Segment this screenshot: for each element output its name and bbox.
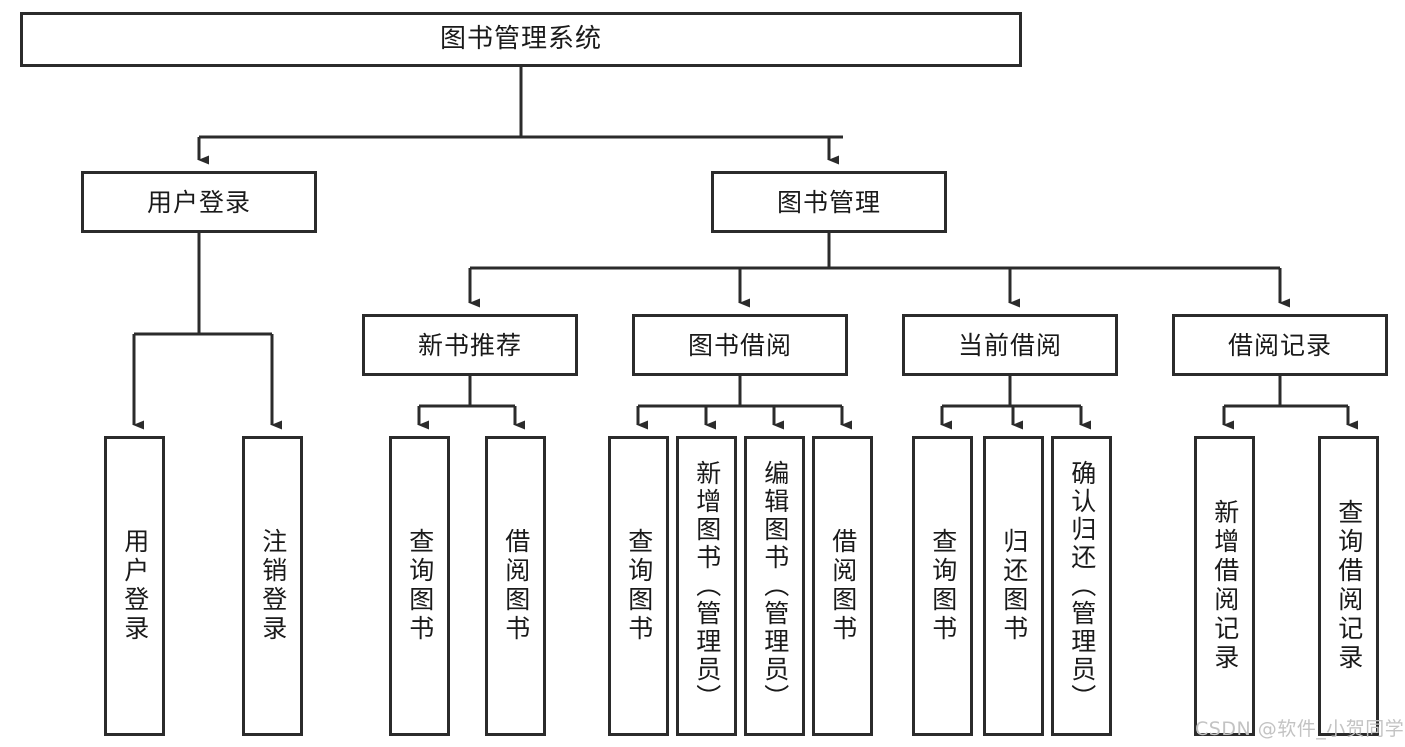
node-leaf-query-record-label: 查询借阅记录	[1334, 499, 1364, 673]
node-new-book-recommend-label: 新书推荐	[417, 330, 522, 360]
node-leaf-logout-label: 注销登录	[258, 528, 288, 644]
node-leaf-add-record[interactable]: 新增借阅记录	[1194, 436, 1255, 736]
node-leaf-query-book-2[interactable]: 查询图书	[608, 436, 669, 736]
node-root[interactable]: 图书管理系统	[20, 12, 1022, 67]
node-book-borrow[interactable]: 图书借阅	[632, 314, 848, 376]
node-current-borrow[interactable]: 当前借阅	[902, 314, 1118, 376]
node-leaf-borrow-book-1-label: 借阅图书	[501, 528, 531, 644]
node-borrow-records-label: 借阅记录	[1227, 330, 1332, 360]
node-book-borrow-label: 图书借阅	[687, 330, 792, 360]
node-leaf-query-book-3[interactable]: 查询图书	[912, 436, 973, 736]
node-leaf-edit-book[interactable]: 编辑图书（管理员）	[744, 436, 805, 736]
node-leaf-borrow-book-1[interactable]: 借阅图书	[485, 436, 546, 736]
node-leaf-query-book-3-label: 查询图书	[928, 528, 958, 644]
node-leaf-logout[interactable]: 注销登录	[242, 436, 303, 736]
watermark: CSDN @软件_小贺同学	[1195, 718, 1405, 740]
node-leaf-return-book[interactable]: 归还图书	[983, 436, 1044, 736]
node-leaf-query-book-1[interactable]: 查询图书	[389, 436, 450, 736]
node-borrow-records[interactable]: 借阅记录	[1172, 314, 1388, 376]
node-new-book-recommend[interactable]: 新书推荐	[362, 314, 578, 376]
node-leaf-confirm-return-label: 确认归还（管理员）	[1067, 460, 1097, 712]
node-root-label: 图书管理系统	[439, 24, 602, 55]
node-leaf-edit-book-label: 编辑图书（管理员）	[760, 460, 790, 712]
node-leaf-query-book-1-label: 查询图书	[405, 528, 435, 644]
node-leaf-confirm-return[interactable]: 确认归还（管理员）	[1051, 436, 1112, 736]
node-leaf-user-login[interactable]: 用户登录	[104, 436, 165, 736]
node-leaf-return-book-label: 归还图书	[999, 528, 1029, 644]
node-current-borrow-label: 当前借阅	[957, 330, 1062, 360]
node-book-manage[interactable]: 图书管理	[711, 171, 947, 233]
node-user-login[interactable]: 用户登录	[81, 171, 317, 233]
node-leaf-user-login-label: 用户登录	[120, 528, 150, 644]
node-leaf-query-book-2-label: 查询图书	[624, 528, 654, 644]
node-leaf-borrow-book-2[interactable]: 借阅图书	[812, 436, 873, 736]
node-leaf-query-record[interactable]: 查询借阅记录	[1318, 436, 1379, 736]
node-user-login-label: 用户登录	[146, 187, 251, 217]
node-leaf-add-book-label: 新增图书（管理员）	[692, 460, 722, 712]
node-book-manage-label: 图书管理	[776, 187, 881, 217]
node-leaf-add-book[interactable]: 新增图书（管理员）	[676, 436, 737, 736]
node-leaf-borrow-book-2-label: 借阅图书	[828, 528, 858, 644]
node-leaf-add-record-label: 新增借阅记录	[1210, 499, 1240, 673]
